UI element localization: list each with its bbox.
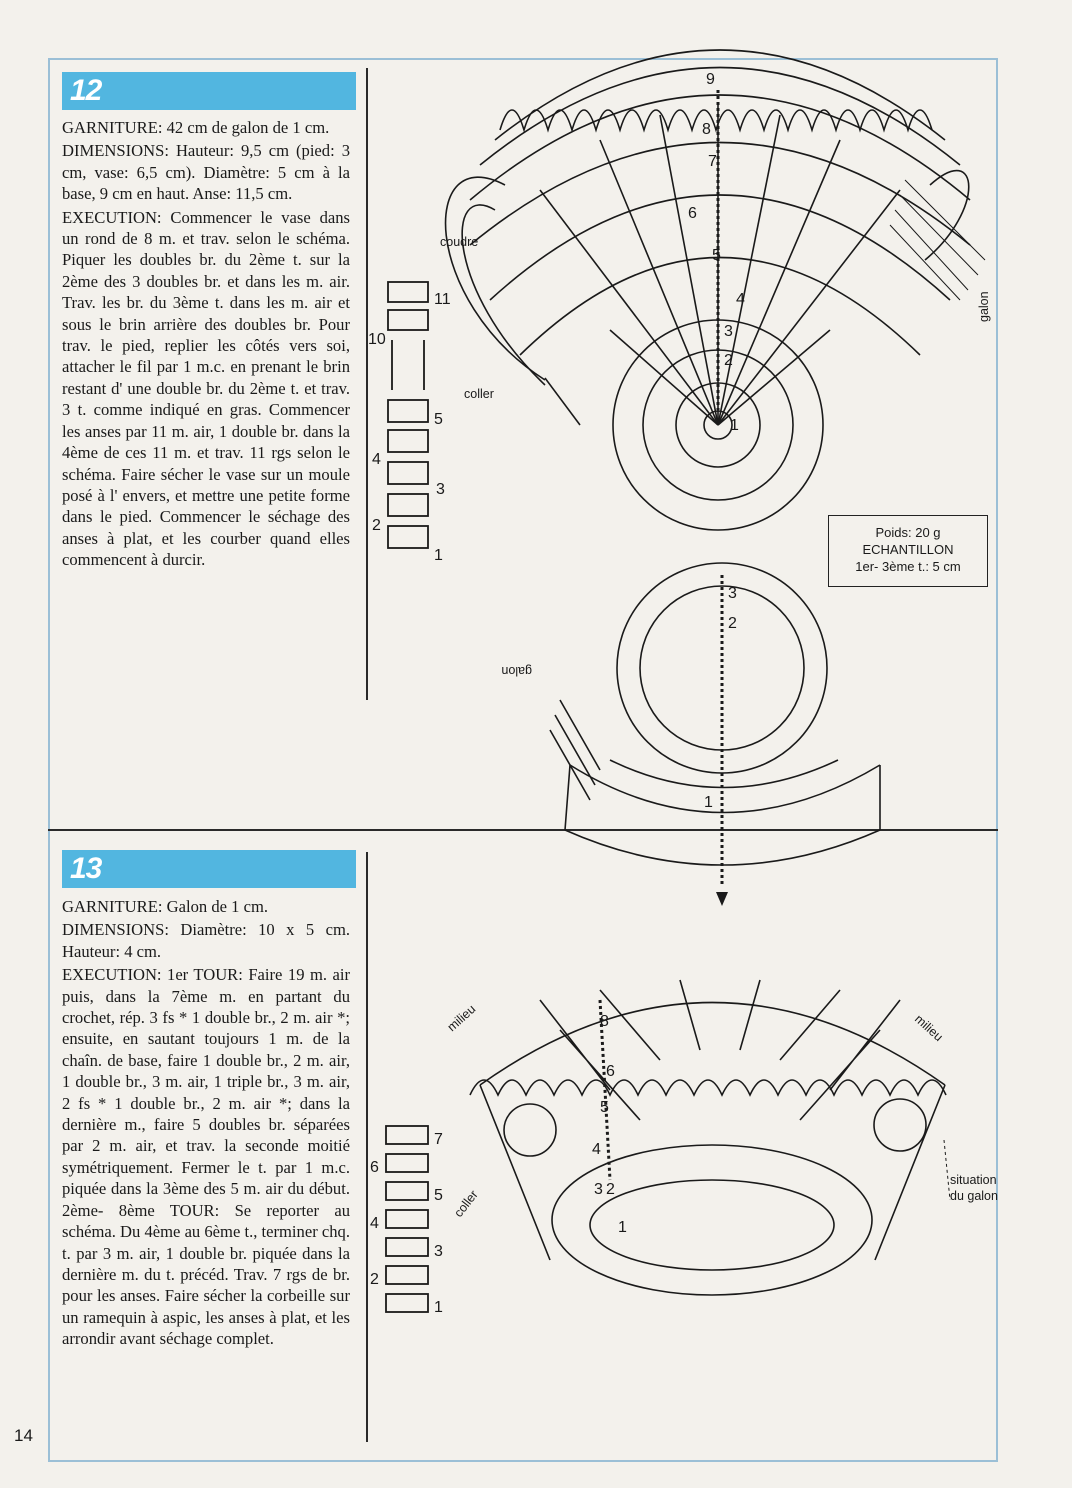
basket-num-5: 5 xyxy=(600,1099,609,1116)
handle-chart-12 xyxy=(387,281,429,549)
page-frame xyxy=(48,58,998,1462)
label-milieu-left: milieu xyxy=(445,1002,479,1034)
foot-start-arrow xyxy=(716,892,728,906)
row-num-12-1: 1 xyxy=(730,417,739,434)
vase-foot-diagram xyxy=(549,562,881,885)
handle12-row-11: 11 xyxy=(434,291,451,308)
handle13-row-3: 3 xyxy=(434,1243,443,1260)
pattern-13-execution: EXECUTION: 1er TOUR: Faire 19 m. air pui… xyxy=(62,965,350,1349)
basket-num-1: 1 xyxy=(618,1219,627,1236)
sample-title: ECHANTILLON xyxy=(862,542,954,557)
pattern-13-number-banner: 13 xyxy=(62,850,356,888)
pattern-13-garniture: GARNITURE: Galon de 1 cm. xyxy=(62,897,269,916)
handle12-row-5: 5 xyxy=(434,411,443,428)
column-rule-13 xyxy=(366,852,368,1442)
row-num-12-8: 8 xyxy=(702,121,711,138)
row-num-12-3: 3 xyxy=(724,323,733,340)
sample-weight: Poids: 20 g xyxy=(875,525,941,540)
basket-num-4: 4 xyxy=(592,1141,601,1158)
handle12-row-4: 4 xyxy=(372,451,381,468)
row-num-12-6: 6 xyxy=(688,205,697,222)
handle-chart-13 xyxy=(385,1125,429,1313)
row-num-12-9: 9 xyxy=(706,71,715,88)
pattern-13-instructions: GARNITURE: Galon de 1 cm. DIMENSIONS: Di… xyxy=(62,896,350,1352)
handle12-row-3: 3 xyxy=(436,481,445,498)
handle13-row-4: 4 xyxy=(370,1215,379,1232)
pattern-12-execution: EXECUTION: Commencer le vase dans un ron… xyxy=(62,207,350,570)
pattern-13-dimensions: DIMENSIONS: Diamètre: 10 x 5 cm. Hauteur… xyxy=(62,920,350,961)
basket-num-6: 6 xyxy=(606,1063,615,1080)
handle12-row-1: 1 xyxy=(434,547,443,564)
sample-box: Poids: 20 g ECHANTILLON 1er- 3ème t.: 5 … xyxy=(828,515,988,587)
row-num-12-5: 5 xyxy=(712,247,721,264)
pattern-12-garniture: GARNITURE: 42 cm de galon de 1 cm. xyxy=(62,118,330,137)
label-galon-12: galon xyxy=(977,291,991,322)
pattern-12-number-banner: 12 xyxy=(62,72,356,110)
section-divider xyxy=(48,829,998,831)
handle13-row-1: 1 xyxy=(434,1299,443,1316)
galon-hatch-right xyxy=(889,179,986,301)
handle13-row-5: 5 xyxy=(434,1187,443,1204)
label-coller-12: coller xyxy=(464,387,494,401)
label-du-galon: du galon xyxy=(950,1189,998,1203)
label-coudre: coudre xyxy=(440,235,478,249)
row-num-12-2: 2 xyxy=(724,352,733,369)
handle13-row-7: 7 xyxy=(434,1131,443,1148)
sample-detail: 1er- 3ème t.: 5 cm xyxy=(855,559,961,574)
basket-diagram xyxy=(469,979,947,1296)
foot-num-2: 2 xyxy=(728,615,737,632)
handle13-row-6: 6 xyxy=(370,1159,379,1176)
foot-num-1: 1 xyxy=(704,794,713,811)
label-coller-13: coller xyxy=(451,1188,480,1220)
handle13-row-2: 2 xyxy=(370,1271,379,1288)
label-galon-foot: galon xyxy=(501,664,532,678)
label-milieu-right: milieu xyxy=(912,1012,946,1044)
row-num-12-7: 7 xyxy=(708,153,717,170)
basket-num-2: 2 xyxy=(606,1181,615,1198)
basket-num-8: 8 xyxy=(600,1013,609,1030)
foot-num-3: 3 xyxy=(728,585,737,602)
column-rule-12 xyxy=(366,68,368,700)
label-situation: situation xyxy=(950,1173,997,1187)
vase-main-diagram xyxy=(444,49,971,531)
galon-position-marker xyxy=(943,1139,951,1201)
pattern-12-instructions: GARNITURE: 42 cm de galon de 1 cm. DIMEN… xyxy=(62,117,350,573)
handle12-row-10: 10 xyxy=(368,331,386,348)
handle12-row-2: 2 xyxy=(372,517,381,534)
row-num-12-4: 4 xyxy=(736,291,745,308)
pattern-12-dimensions: DIMENSIONS: Hauteur: 9,5 cm (pied: 3 cm,… xyxy=(62,141,350,204)
page-number: 14 xyxy=(14,1426,33,1445)
basket-num-3: 3 xyxy=(594,1181,603,1198)
